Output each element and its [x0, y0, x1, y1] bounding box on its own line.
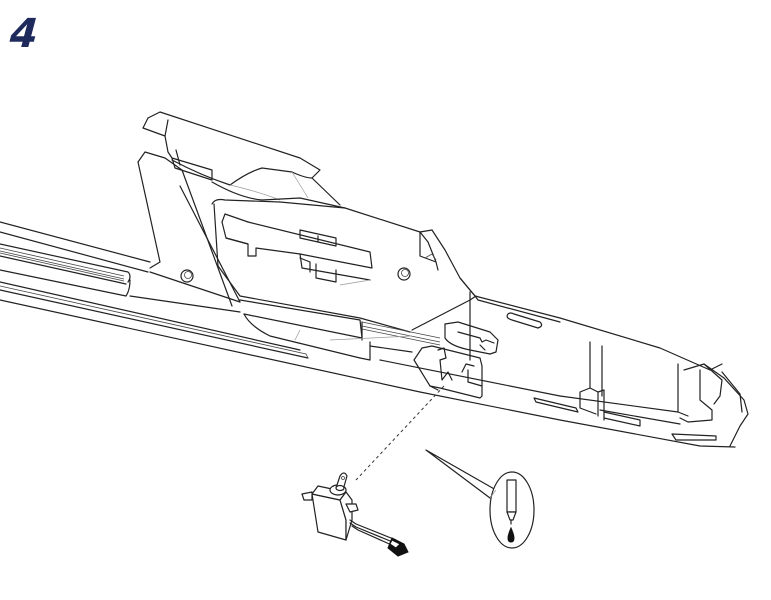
glue-bottle-icon [506, 479, 517, 513]
servo-placement-guide [355, 385, 445, 481]
glue-pointer [425, 449, 497, 499]
glue-callout [425, 449, 535, 549]
fuselage-half [0, 111, 749, 448]
glue-drop-icon [507, 526, 515, 543]
servo [301, 472, 409, 557]
